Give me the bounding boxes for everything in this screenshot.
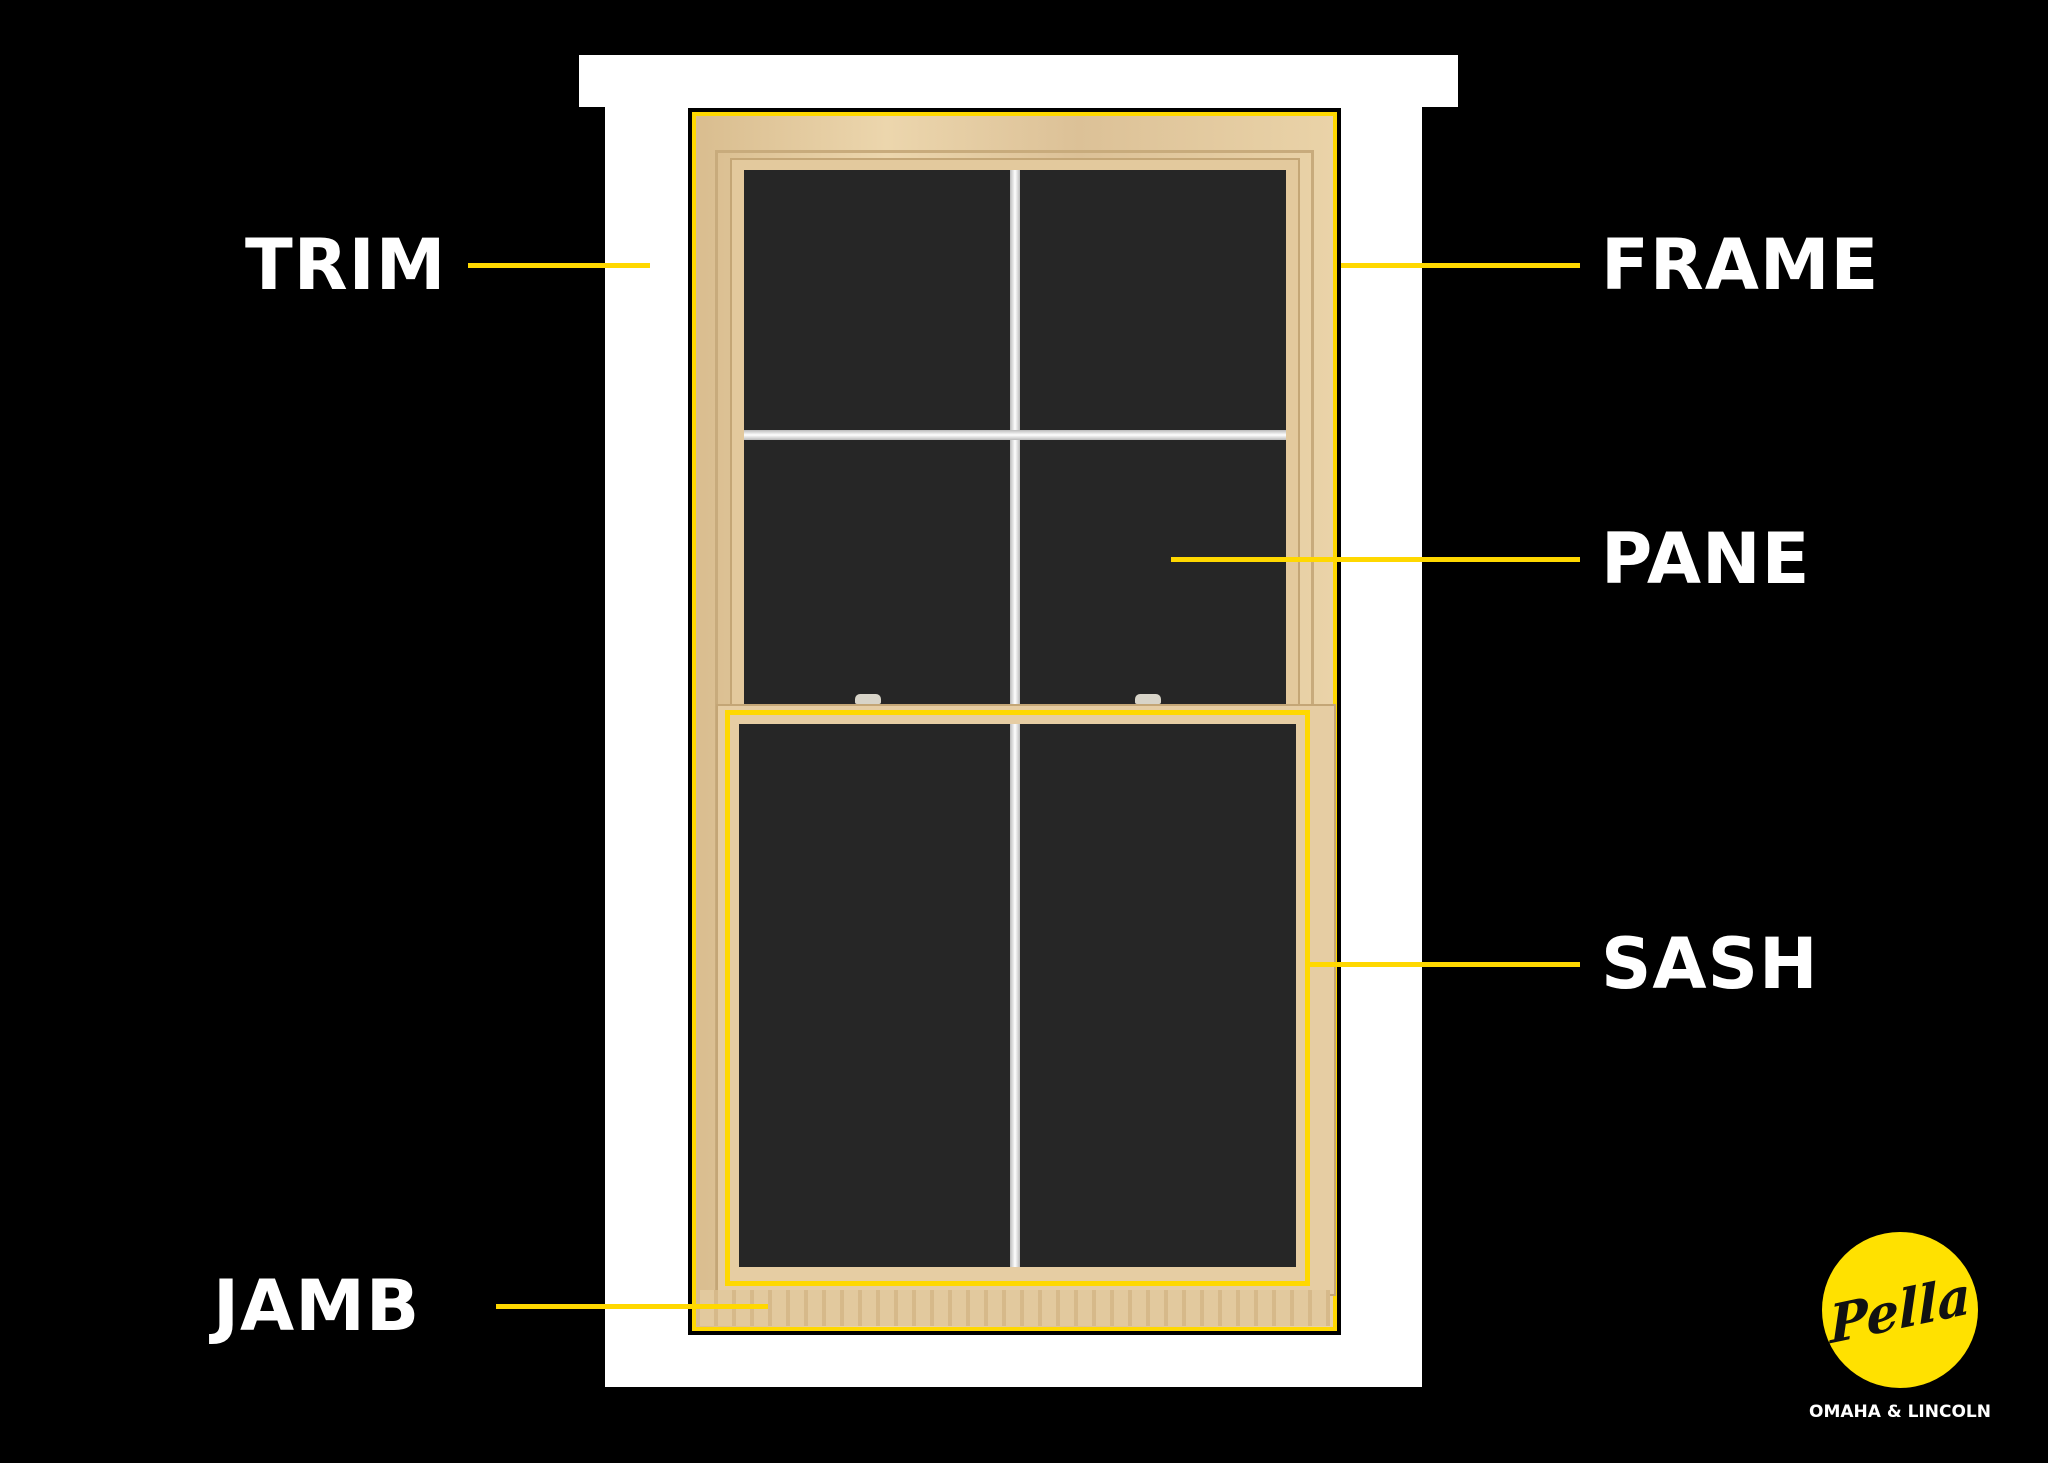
pella-logo: Pella <box>1822 1232 1978 1388</box>
upper-muntin-horizontal <box>744 430 1286 440</box>
sash-highlight <box>725 710 1310 1286</box>
label-pane: PANE <box>1601 518 1811 600</box>
leader-trim <box>468 263 650 268</box>
lower-muntin-vertical <box>1010 724 1020 1267</box>
leader-frame <box>1341 263 1580 268</box>
jamb <box>700 1290 1330 1326</box>
sash-lock-left <box>855 694 881 704</box>
logo-subtitle: OMAHA & LINCOLN <box>1809 1402 1991 1422</box>
label-frame: FRAME <box>1601 224 1880 306</box>
sash-lock-right <box>1135 694 1161 704</box>
label-trim: TRIM <box>245 224 447 306</box>
label-sash: SASH <box>1601 923 1819 1005</box>
trim-cap <box>579 55 1458 107</box>
label-jamb: JAMB <box>213 1265 421 1347</box>
leader-sash <box>1310 962 1580 967</box>
logo-wordmark: Pella <box>1828 1264 1972 1356</box>
leader-pane <box>1171 557 1580 562</box>
leader-jamb <box>496 1304 768 1309</box>
